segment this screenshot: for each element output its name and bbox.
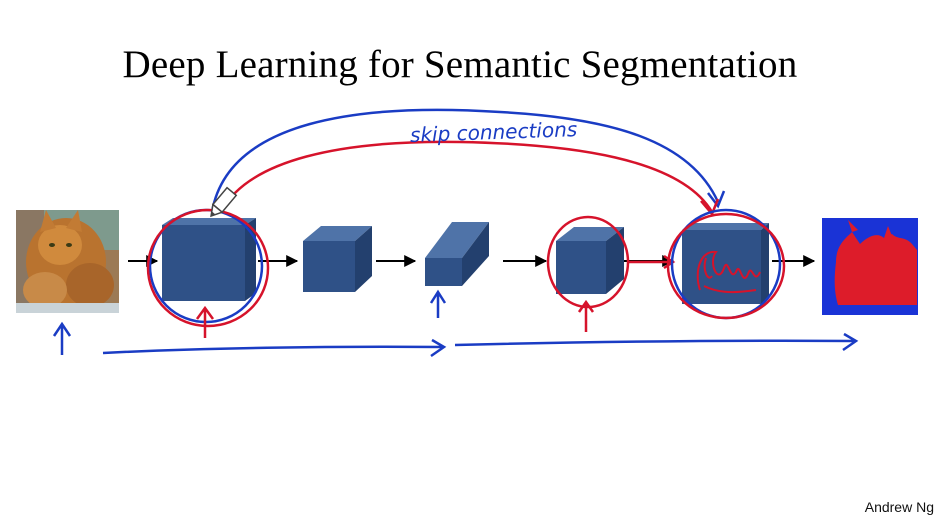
bottom-arrow-encoder-blue (102, 338, 447, 358)
up-arrow-block-4-red (577, 299, 595, 332)
pen-cursor-icon (210, 186, 238, 218)
red-input-arrow (628, 254, 676, 270)
circle-block-1-red (146, 208, 270, 328)
circle-block-5-red (666, 212, 786, 320)
skip-arc-blue (210, 108, 720, 213)
author-label: Andrew Ng (864, 499, 934, 515)
up-arrow-bottleneck-blue (429, 289, 447, 318)
input-image (16, 210, 119, 313)
feature-block-1 (162, 218, 256, 301)
output-mask (822, 218, 918, 315)
skip-arrowhead-blue (707, 190, 726, 209)
skip-arc-red (220, 140, 714, 213)
feature-block-4 (556, 227, 624, 294)
up-arrow-input-blue (52, 321, 72, 355)
bottom-arrow-decoder-blue (454, 332, 859, 352)
skip-arrowhead-red (700, 198, 720, 217)
red-scribble (696, 250, 761, 294)
slide-title: Deep Learning for Semantic Segmentation (122, 43, 798, 86)
feature-block-3 (425, 222, 489, 286)
skip-connections-label: skip connections (410, 117, 578, 147)
feature-block-2 (303, 226, 372, 292)
up-arrow-block-1-red (195, 305, 215, 338)
